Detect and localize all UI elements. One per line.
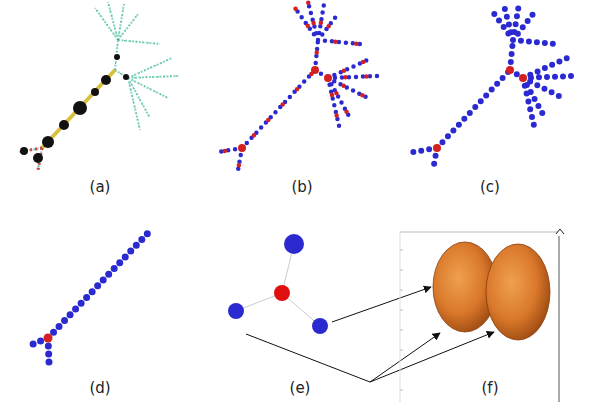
sampled-nodes — [218, 2, 378, 170]
panel-label: (f) — [482, 379, 499, 397]
branch-segment — [28, 233, 148, 362]
panel-label: (e) — [290, 379, 311, 397]
ellipsoid-view — [400, 229, 564, 402]
panel-label: (c) — [480, 178, 500, 196]
panel-label: (a) — [90, 178, 111, 196]
node-neighbourhood — [228, 234, 328, 334]
traced-neuron — [18, 2, 178, 170]
panel-label: (b) — [291, 178, 312, 196]
panel-label: (d) — [89, 379, 110, 397]
reduced-nodes — [413, 2, 573, 170]
